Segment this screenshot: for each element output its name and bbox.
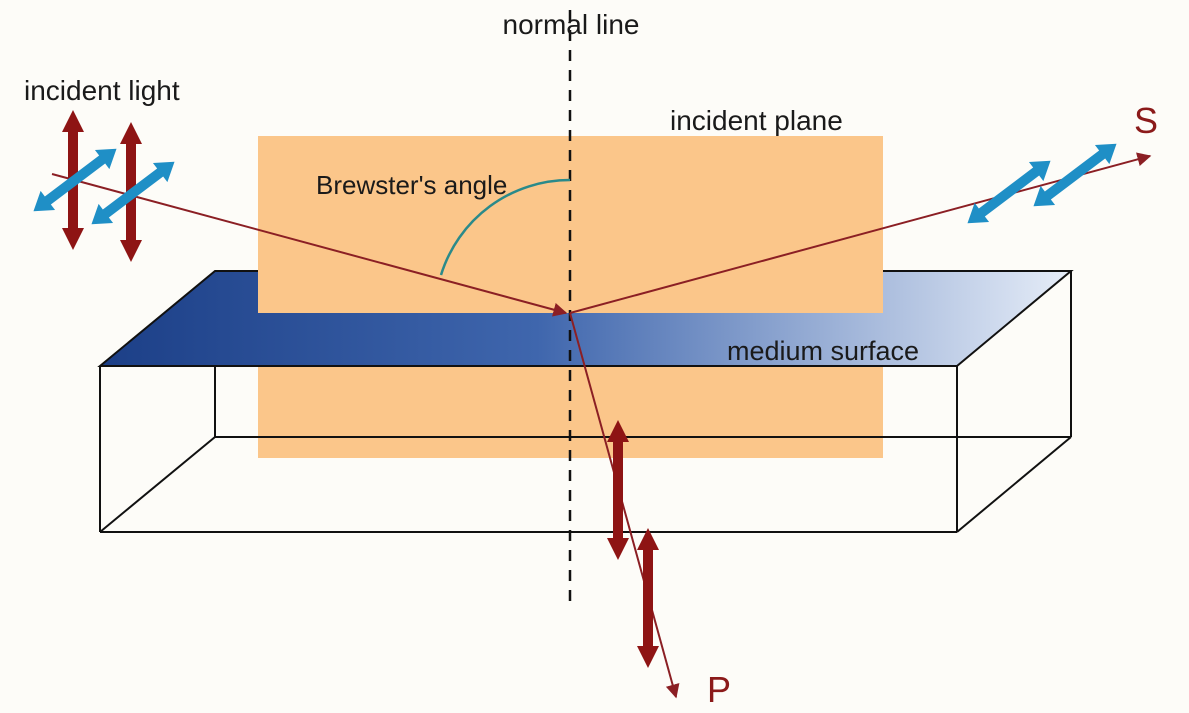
incident-plane-label: incident plane (670, 105, 843, 136)
normal-line-label: normal line (503, 9, 640, 40)
p-label: P (707, 669, 731, 710)
s-polarization-arrow (967, 160, 1051, 224)
incident-plane (258, 136, 883, 313)
brewster-angle-arc (439, 178, 571, 276)
p-polarization-arrow (607, 420, 629, 560)
s-polarization-arrow (91, 161, 175, 225)
s-label: S (1134, 100, 1158, 141)
medium-box (99, 271, 1072, 533)
reflected-ray (569, 152, 1152, 314)
s-polarization-arrow (33, 148, 117, 212)
s-polarization-arrow (1033, 143, 1117, 207)
p-polarization-arrow (637, 528, 659, 668)
medium-surface-label: medium surface (727, 336, 919, 366)
incident-ray (51, 173, 568, 317)
brewster-angle-label: Brewster's angle (316, 170, 507, 200)
incident-light-label: incident light (24, 75, 180, 106)
